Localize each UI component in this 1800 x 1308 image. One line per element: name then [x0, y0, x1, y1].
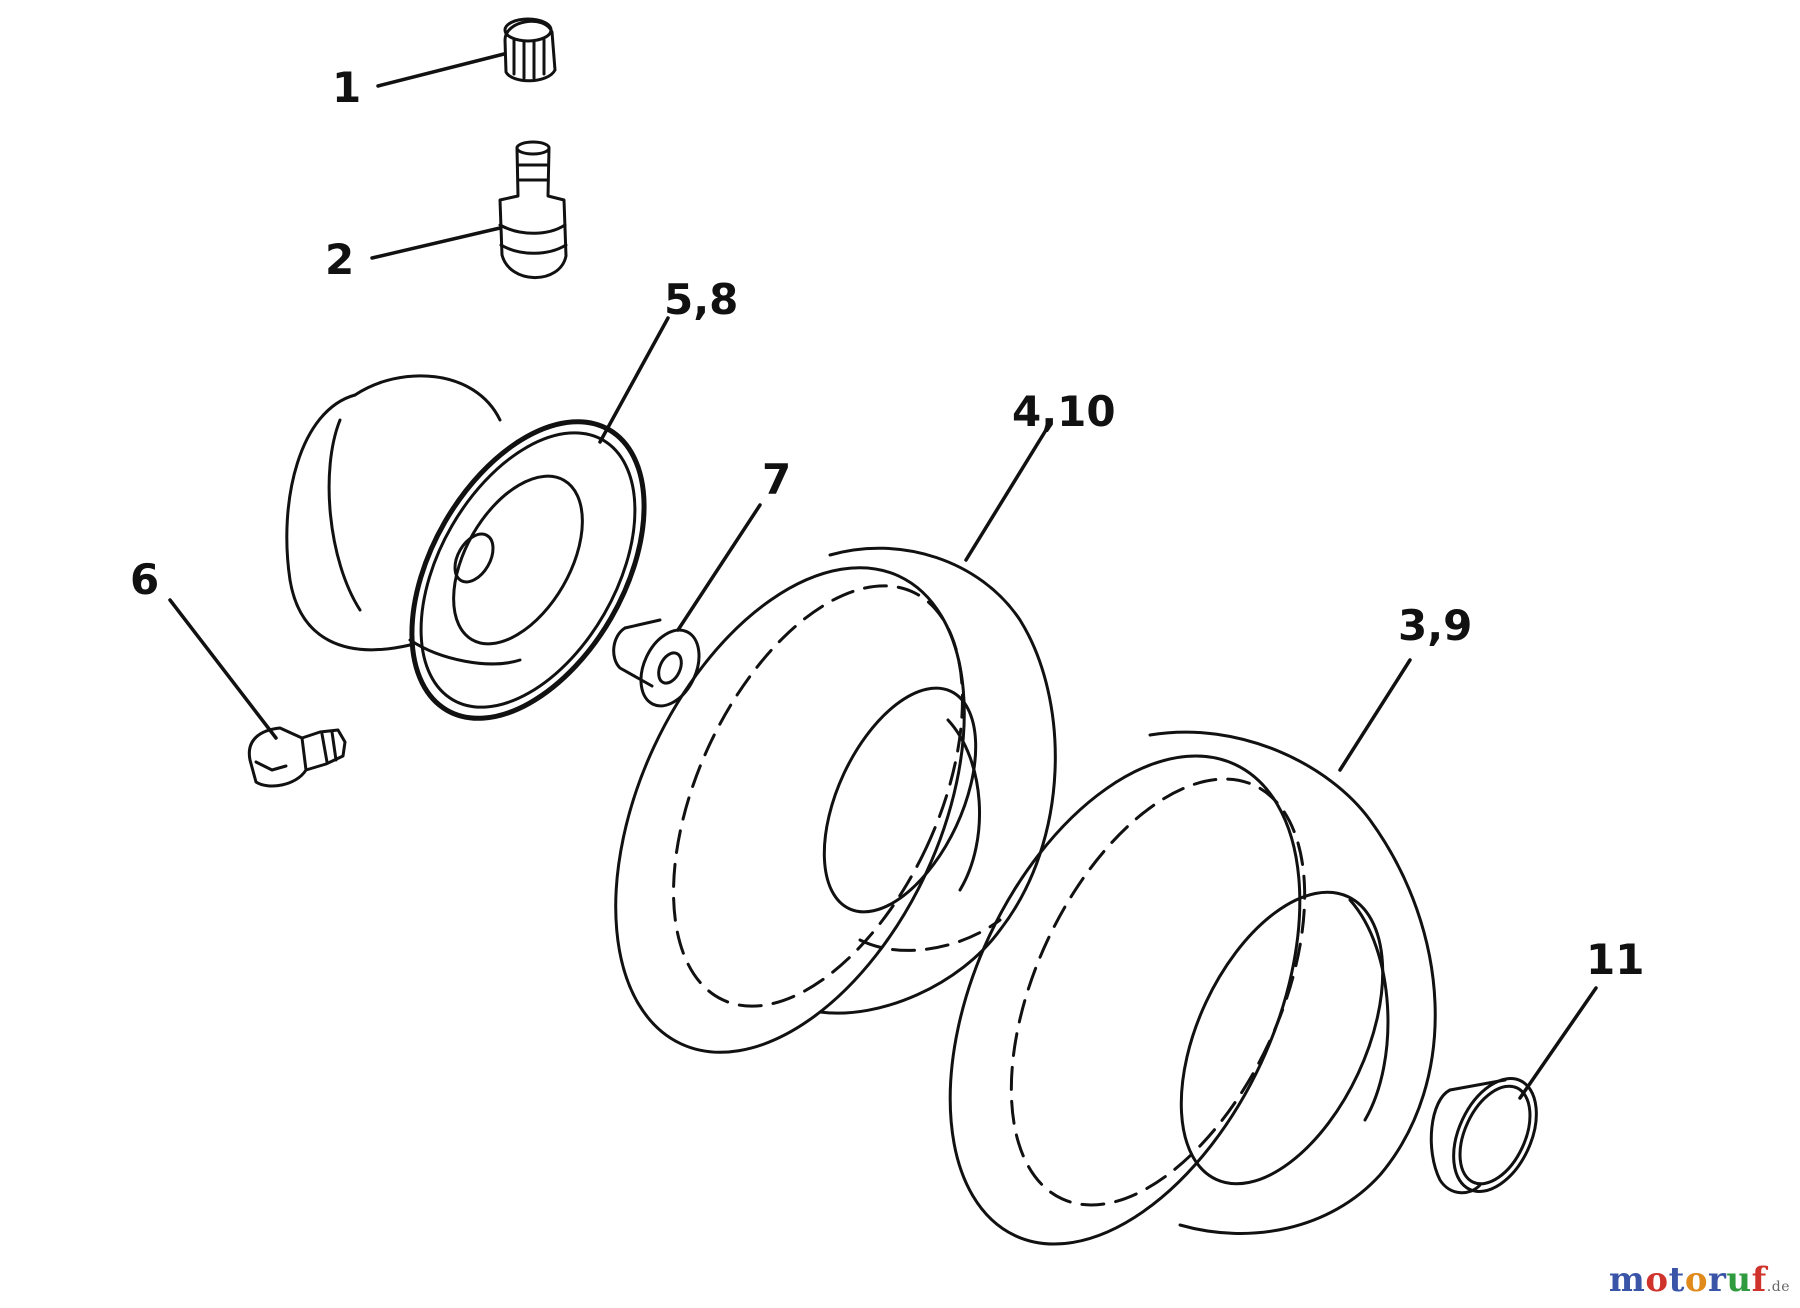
tire-part-rear: [948, 730, 1437, 1246]
callout-3-9: 3,9: [1398, 601, 1472, 650]
leader-11: [1518, 986, 1598, 1100]
watermark-letter: o: [1684, 1260, 1708, 1300]
watermark-letter: t: [1668, 1260, 1685, 1300]
watermark-letter: u: [1726, 1260, 1752, 1300]
watermark-letter: r: [1708, 1260, 1727, 1300]
watermark-text: motoruf: [1609, 1260, 1767, 1300]
motoruf-watermark: motoruf.de: [1609, 1260, 1790, 1300]
leader-lines: [168, 52, 1598, 1100]
callout-4-10: 4,10: [1012, 387, 1116, 436]
watermark-letter: o: [1645, 1260, 1669, 1300]
lug-bolt-part: [247, 726, 347, 788]
leader-4-10: [964, 428, 1048, 562]
tire-part: [614, 546, 1057, 1054]
watermark-letter: m: [1608, 1260, 1646, 1300]
leader-6: [168, 598, 278, 740]
callout-2: 2: [325, 235, 354, 284]
end-cap-part: [1429, 1077, 1538, 1195]
wheel-rim-part: [285, 374, 647, 721]
callout-1: 1: [332, 63, 361, 112]
callout-6: 6: [130, 555, 159, 604]
leader-3-9: [1338, 658, 1412, 772]
leader-7: [676, 503, 762, 632]
callout-labels: 1 2 5,8 6 7 4,10 3,9 11: [130, 63, 1644, 984]
leader-5-8: [598, 316, 670, 444]
leader-1: [376, 52, 506, 88]
valve-cap-part: [503, 17, 557, 83]
watermark-letter: f: [1751, 1260, 1767, 1300]
callout-5-8: 5,8: [664, 275, 738, 324]
leader-2: [370, 226, 502, 260]
watermark-tld: .de: [1766, 1279, 1790, 1295]
bushing-part: [612, 618, 701, 708]
callout-11: 11: [1586, 935, 1644, 984]
callout-7: 7: [762, 455, 791, 504]
valve-stem-part: [498, 140, 568, 279]
